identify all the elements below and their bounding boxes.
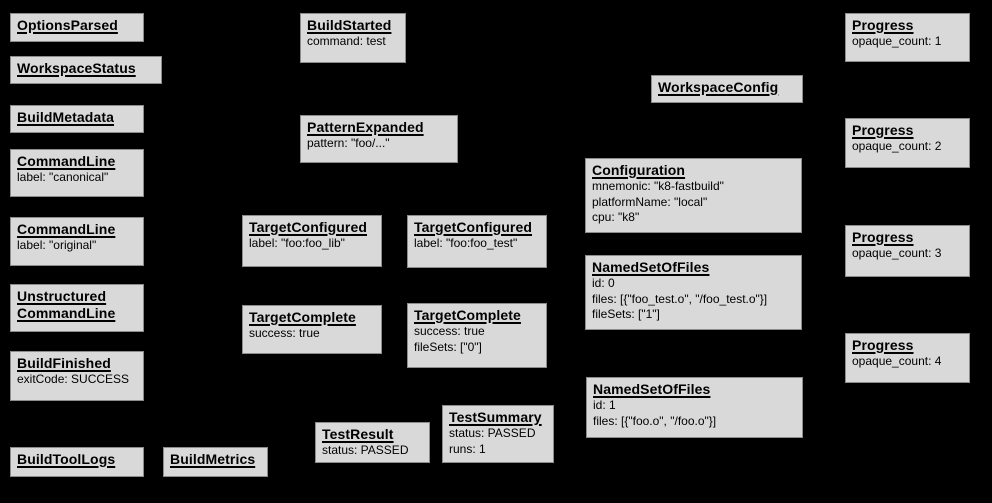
node-field: status: PASSED [322,443,409,457]
node-title: Unstructured [17,288,107,304]
node-title: TestSummary [449,409,542,425]
node-title: Progress [852,17,914,33]
node-build-metrics: BuildMetrics [163,447,268,477]
node-build-metadata: BuildMetadata [10,105,144,133]
node-title: BuildStarted [307,17,392,33]
node-field: files: [{"foo.o", "/foo.o"}] [593,413,717,428]
node-field: opaque_count: 4 [852,354,942,368]
node-field: label: "canonical" [17,170,109,184]
node-field: id: 0 [592,276,615,290]
node-field: success: true [414,324,485,338]
node-title: Progress [852,229,914,245]
node-field: files: [{"foo_test.o", "/foo_test.o"}] [592,291,768,306]
node-title: Progress [852,122,914,138]
node-field: id: 1 [593,398,616,412]
node-field: label: "original" [17,238,97,252]
node-field: opaque_count: 3 [852,246,942,260]
node-workspace-config: WorkspaceConfig [651,75,803,103]
node-field: label: "foo:foo_test" [414,236,518,250]
node-title: CommandLine [17,153,116,169]
node-field: fileSets: ["1"] [592,307,660,321]
node-field: opaque_count: 1 [852,34,942,48]
node-field: status: PASSED [449,426,536,440]
node-options-parsed: OptionsParsed [10,13,144,42]
node-title: TestResult [322,426,394,442]
node-field: runs: 1 [449,441,486,456]
node-field: command: test [307,34,386,48]
node-title: NamedSetOfFiles [593,381,711,397]
node-title: BuildMetadata [17,109,114,125]
node-title: NamedSetOfFiles [592,259,710,275]
node-title: TargetComplete [249,309,356,325]
node-title: Progress [852,337,914,353]
node-field: mnemonic: "k8-fastbuild" [592,179,724,193]
node-field: platformName: "local" [592,194,708,209]
node-title: OptionsParsed [17,17,118,33]
node-title: Configuration [592,162,686,178]
node-field: pattern: "foo/..." [307,136,390,150]
node-title: WorkspaceStatus [17,60,136,76]
node-title: BuildMetrics [170,451,256,467]
node-field: cpu: "k8" [592,210,640,224]
node-title: CommandLine [17,305,116,321]
node-field: opaque_count: 2 [852,139,942,153]
node-title: TargetConfigured [249,219,368,235]
node-field: exitCode: SUCCESS [17,372,130,386]
node-field: success: true [249,326,320,340]
node-title: CommandLine [17,221,116,237]
node-title: WorkspaceConfig [658,79,779,95]
node-field: label: "foo:foo_lib" [249,236,345,250]
node-title: PatternExpanded [307,119,424,135]
node-title: BuildToolLogs [17,451,116,467]
node-workspace-status: WorkspaceStatus [10,56,162,84]
node-title: TargetComplete [414,307,521,323]
node-title: TargetConfigured [414,219,533,235]
node-build-tool-logs: BuildToolLogs [10,447,144,477]
node-field: fileSets: ["0"] [414,339,482,354]
node-title: BuildFinished [17,355,111,371]
